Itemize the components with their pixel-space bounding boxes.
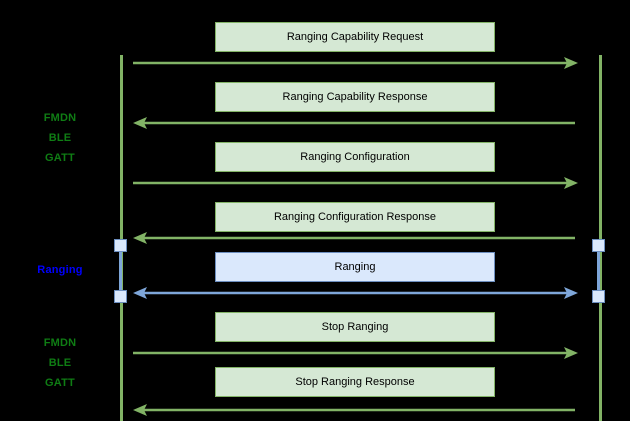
right-lifeline [599, 55, 602, 421]
arrow-stop-ranging [120, 345, 580, 361]
message-box-ranging-configuration-response: Ranging Configuration Response [215, 202, 495, 232]
phase-label-ranging: Ranging [37, 264, 83, 276]
arrow-ranging-capability-request [120, 55, 580, 71]
message-box-ranging-configuration: Ranging Configuration [215, 142, 495, 172]
phase-label-fmdn-ble-gatt-bottom: FMDN BLE GATT [43, 337, 77, 389]
activation-bar-left [119, 245, 122, 297]
message-box-ranging: Ranging [215, 252, 495, 282]
arrow-ranging-configuration-response [120, 230, 580, 246]
activation-right-bottom [592, 290, 605, 303]
message-box-ranging-capability-response: Ranging Capability Response [215, 82, 495, 112]
activation-left-top [114, 239, 127, 252]
left-lifeline [120, 55, 123, 421]
phase-label-fmdn-ble-gatt-top: FMDN BLE GATT [43, 112, 77, 164]
arrow-ranging-bidirectional [120, 285, 580, 301]
arrow-ranging-configuration [120, 175, 580, 191]
message-box-stop-ranging-response: Stop Ranging Response [215, 367, 495, 397]
arrow-stop-ranging-response [120, 402, 580, 418]
message-box-stop-ranging: Stop Ranging [215, 312, 495, 342]
arrow-ranging-capability-response [120, 115, 580, 131]
activation-right-top [592, 239, 605, 252]
activation-left-bottom [114, 290, 127, 303]
message-box-ranging-capability-request: Ranging Capability Request [215, 22, 495, 52]
activation-bar-right [597, 245, 600, 297]
